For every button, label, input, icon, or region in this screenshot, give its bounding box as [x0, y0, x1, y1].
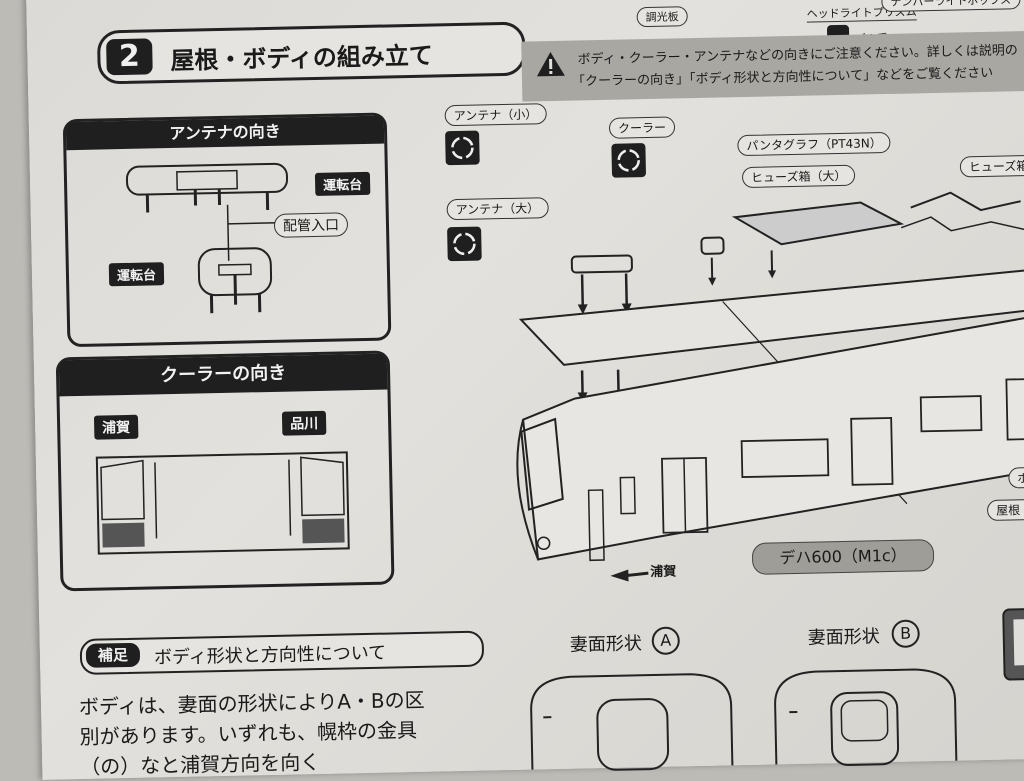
- end-shape-right-diagram: [1003, 608, 1024, 689]
- supplement-body-line-3: （の）なと浦賀方向を向く: [80, 746, 321, 780]
- supplement-title: ボディ形状と方向性について: [154, 639, 387, 670]
- car-name-badge: デハ600（M1c）: [752, 539, 935, 575]
- supplement-badge: 補足: [86, 643, 140, 668]
- end-shape-b-label: 妻面形状: [807, 622, 880, 650]
- direction-uraga-label: 浦賀: [650, 561, 676, 581]
- label-body: ボ: [1008, 467, 1024, 489]
- end-shape-a-label: 妻面形状: [570, 629, 643, 657]
- end-shape-b-diagram: [764, 660, 966, 764]
- label-roof: 屋根（外: [987, 499, 1024, 521]
- end-shape-a-diagram: [520, 665, 742, 770]
- instruction-sheet: 調光板 ヘッドライトプリズム ゴム系 ナンバーライトボックス 2 屋根・ボディの…: [26, 0, 1024, 780]
